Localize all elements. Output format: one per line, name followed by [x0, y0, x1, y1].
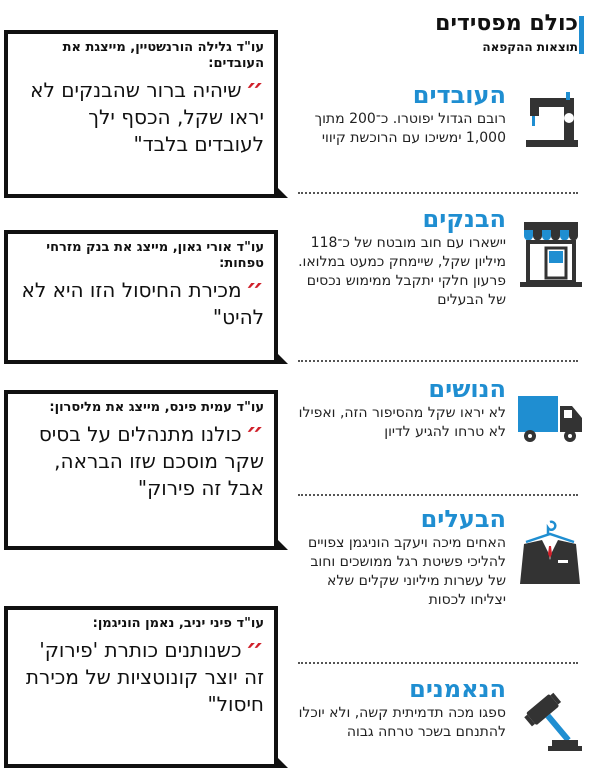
quote-body: מכירת החיסול הזו היא לא להיט": [21, 278, 264, 329]
quote-speaker: עו"ד גלילה הורנשטיין, מייצגת את העובדים:: [62, 40, 264, 71]
quote-mark-icon: ״: [245, 74, 264, 104]
quote-body: שיהיה ברור שהבנקים לא יראו שקל, הכסף ילך…: [30, 78, 264, 156]
speech-tail: [274, 754, 288, 768]
quote-speaker: עו"ד פיני יניב, נאמן הוניגמן:: [92, 616, 264, 631]
section-title: הבנקים: [422, 205, 506, 233]
page-subtitle: תוצאות ההקפאה: [482, 40, 578, 54]
header-accent-bar: [579, 16, 584, 54]
quote-mark-icon: ״: [245, 634, 264, 664]
section-workers: העובדים רובם הגדול יפוטרו. כ־200 מתוך 1,…: [294, 80, 584, 148]
sewing-machine-icon: [526, 92, 578, 147]
divider: [298, 360, 578, 362]
quote-box: עו"ד גלילה הורנשטיין, מייצגת את העובדים:…: [4, 30, 288, 198]
quote-box: עו"ד עמית פינס, מייצג את מליסרון: ״כולנו…: [4, 390, 288, 550]
section-text: ספגו מכה תדמיתית קשה, ולא יוכלו להתנחם ב…: [298, 705, 506, 740]
section-creditors: הנושים לא יראו שקל מהסיפור הזה, ואפילו ל…: [294, 374, 584, 442]
page-title: כולם מפסידים: [435, 11, 578, 36]
section-text: יישארו עם חוב מובטח של כ־118 מיליון שקל,…: [298, 235, 506, 308]
store-icon: [520, 222, 582, 287]
quote-text: ״שיהיה ברור שהבנקים לא יראו שקל, הכסף יל…: [8, 72, 274, 166]
speech-tail: [274, 536, 288, 550]
speech-tail: [274, 350, 288, 364]
gavel-icon: [524, 692, 582, 751]
quote-mark-icon: ״: [245, 418, 264, 448]
divider: [298, 662, 578, 664]
section-title: הנאמנים: [409, 675, 506, 703]
quote-body: כשנותנים כותרת 'פירוק' זה יוצר קונוטציות…: [25, 638, 264, 716]
divider: [298, 494, 578, 496]
quote-box: עו"ד אורי גאון, מייצג את בנק מזרחי טפחות…: [4, 230, 288, 364]
quote-speaker: עו"ד עמית פינס, מייצג את מליסרון:: [49, 400, 264, 415]
section-text: לא יראו שקל מהסיפור הזה, ואפילו לא טרחו …: [298, 405, 506, 440]
section-text: האחים מיכה ויעקב הוניגמן צפויים להליכי פ…: [307, 535, 506, 608]
section-text: רובם הגדול יפוטרו. כ־200 מתוך 1,000 ימשי…: [314, 111, 506, 146]
quote-text: ״מכירת החיסול הזו היא לא להיט": [8, 272, 274, 339]
quote-mark-icon: ״: [245, 274, 264, 304]
quote-speaker: עו"ד אורי גאון, מייצג את בנק מזרחי טפחות…: [46, 240, 264, 271]
section-owners: הבעלים האחים מיכה ויעקב הוניגמן צפויים ל…: [294, 504, 584, 610]
section-banks: הבנקים יישארו עם חוב מובטח של כ־118 מילי…: [294, 204, 584, 310]
section-trustees: הנאמנים ספגו מכה תדמיתית קשה, ולא יוכלו …: [294, 674, 584, 751]
section-title: הנושים: [428, 375, 506, 403]
quote-body: כולנו מתנהלים על בסיס שקר מוסכם שזו הברא…: [38, 422, 264, 500]
infographic-header: כולם מפסידים תוצאות ההקפאה: [294, 10, 584, 56]
divider: [298, 192, 578, 194]
section-title: הבעלים: [420, 505, 506, 533]
truck-icon: [518, 396, 582, 442]
quote-box: עו"ד פיני יניב, נאמן הוניגמן: ״כשנותנים …: [4, 606, 288, 768]
speech-tail: [274, 184, 288, 198]
quote-text: ״כולנו מתנהלים על בסיס שקר מוסכם שזו הבר…: [8, 416, 274, 510]
section-title: העובדים: [412, 81, 506, 109]
suit-hanger-icon: [520, 520, 580, 584]
quote-text: ״כשנותנים כותרת 'פירוק' זה יוצר קונוטציו…: [8, 632, 274, 726]
